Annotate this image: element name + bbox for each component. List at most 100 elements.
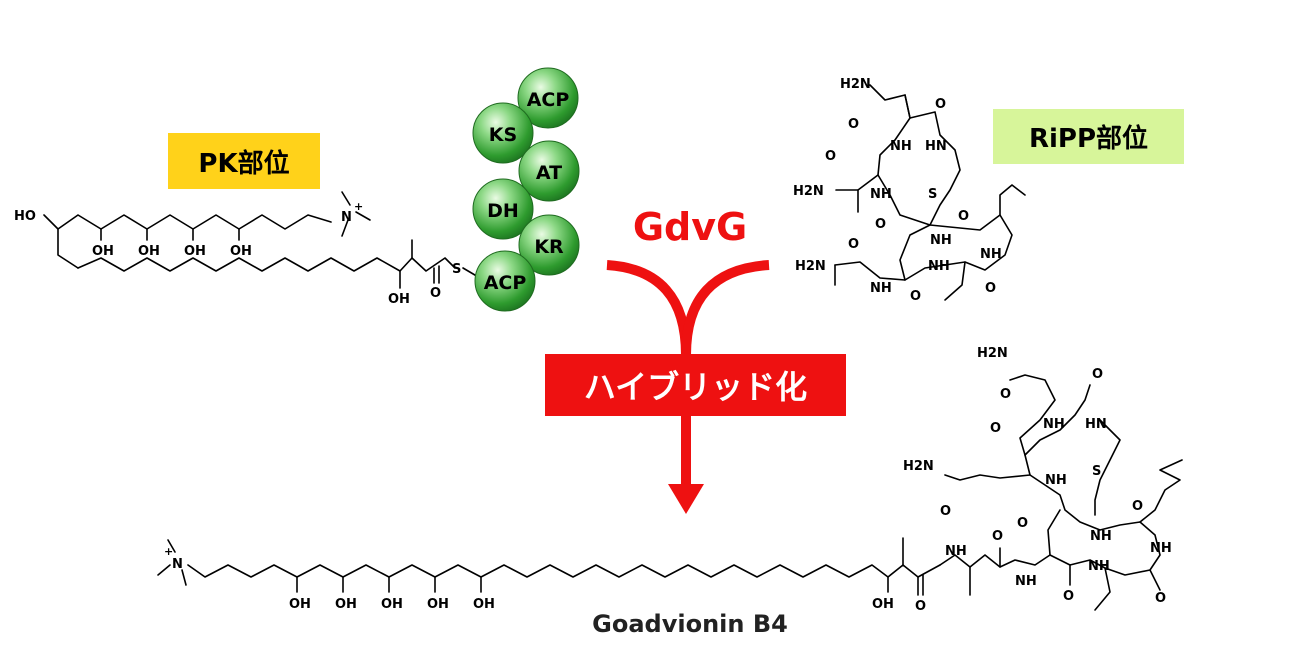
- atom-label: OH: [335, 597, 357, 612]
- atom-label: O: [1000, 387, 1011, 402]
- methyl-bond: [341, 191, 351, 206]
- atom-label: OH: [473, 597, 495, 612]
- domain-kr: KR: [518, 214, 580, 276]
- atom-label: O: [915, 599, 926, 614]
- product-peptide-bond: [939, 384, 1161, 576]
- atom-label: H2N: [795, 259, 826, 274]
- atom-label: OH: [92, 244, 114, 259]
- arrow-right-branch: [681, 260, 770, 356]
- atom-label: O: [825, 149, 836, 164]
- atom-label: NH: [1090, 529, 1112, 544]
- atom-label: O: [910, 289, 921, 304]
- atom-label: O: [990, 421, 1001, 436]
- atom-label: O: [1132, 499, 1143, 514]
- domain-label: ACP: [527, 89, 570, 111]
- atom-label: OH: [872, 597, 894, 612]
- product-chain: [187, 564, 941, 578]
- enzyme-label: GdvG: [632, 205, 748, 249]
- atom-label: NH: [945, 544, 967, 559]
- domain-label: ACP: [484, 272, 527, 294]
- methyl-bond: [355, 211, 371, 221]
- atom-label: H2N: [840, 77, 871, 92]
- atom-label: S: [1092, 464, 1101, 479]
- atom-label: O: [1063, 589, 1074, 604]
- atom-label: NH: [1015, 574, 1037, 589]
- atom-label: N: [172, 557, 183, 572]
- atom-label: NH: [930, 233, 952, 248]
- atom-label: NH: [1043, 417, 1065, 432]
- methyl-bond: [167, 539, 176, 553]
- atom-label: S: [928, 187, 937, 202]
- atom-label: OH: [289, 597, 311, 612]
- atom-label: N: [341, 210, 352, 225]
- atom-label: OH: [138, 244, 160, 259]
- methyl-bond: [341, 219, 349, 237]
- atom-label: OH: [427, 597, 449, 612]
- domain-label: KR: [534, 236, 564, 258]
- atom-label: HN: [925, 139, 947, 154]
- domain-ks: KS: [472, 102, 534, 164]
- atom-label: O: [1092, 367, 1103, 382]
- atom-label: NH: [980, 247, 1002, 262]
- atom-label: NH: [928, 259, 950, 274]
- atom-label: O: [875, 217, 886, 232]
- product-peptide-bond: [1047, 509, 1061, 556]
- ripp-bond: [944, 261, 966, 301]
- atom-label: O: [958, 209, 969, 224]
- pk-link-bond: [57, 228, 79, 269]
- atom-label: O: [1017, 516, 1028, 531]
- atom-label: O: [992, 529, 1003, 544]
- domain-label: KS: [489, 124, 517, 146]
- atom-label: NH: [1045, 473, 1067, 488]
- atom-label: O: [940, 504, 951, 519]
- ripp-bond: [834, 174, 1013, 281]
- pk-region-tag: PK部位: [168, 133, 320, 189]
- atom-label: HO: [14, 209, 36, 224]
- domain-label: DH: [487, 200, 519, 222]
- atom-label: OH: [381, 597, 403, 612]
- charge-label: +: [354, 200, 363, 213]
- pk-structure: HO OH OH OH OH OH O S N +: [14, 191, 481, 307]
- product-peptide-bond: [1009, 374, 1056, 456]
- atom-label: NH: [890, 139, 912, 154]
- atom-label: H2N: [793, 184, 824, 199]
- atom-label: O: [430, 286, 441, 301]
- atom-label: OH: [388, 292, 410, 307]
- ripp-bond: [999, 184, 1026, 216]
- domain-at: AT: [518, 140, 580, 202]
- pk-lower-chain: [77, 257, 456, 272]
- atom-label: H2N: [903, 459, 934, 474]
- domain-acp-top: ACP: [517, 67, 579, 129]
- charge-label: +: [164, 545, 173, 558]
- atom-label: O: [1155, 591, 1166, 606]
- product-peptide-bond: [944, 474, 1031, 481]
- pks-domain-cluster: ACP KS AT DH KR ACP: [472, 67, 580, 312]
- atom-label: OH: [184, 244, 206, 259]
- atom-label: OH: [230, 244, 252, 259]
- atom-label: O: [985, 281, 996, 296]
- product-peptide-bond: [1094, 567, 1111, 611]
- methyl-bond: [181, 569, 187, 586]
- atom-label: NH: [870, 281, 892, 296]
- atom-label: NH: [1088, 559, 1110, 574]
- ripp-bond: [899, 94, 961, 281]
- atom-label: S: [452, 262, 461, 277]
- atom-label: O: [848, 117, 859, 132]
- product-peptide-bond: [1094, 419, 1121, 516]
- ripp-structure: H2N O O NH HN O H2N NH S O O NH NH H2N O…: [793, 77, 1026, 304]
- domain-label: AT: [536, 162, 562, 184]
- atom-label: O: [848, 237, 859, 252]
- product-name: Goadvionin B4: [592, 610, 788, 638]
- atom-label: O: [935, 97, 946, 112]
- arrow-left-branch: [606, 260, 691, 356]
- product-peptide-bond: [1139, 459, 1183, 523]
- hybridization-arrow: [606, 260, 770, 514]
- arrow-head: [668, 484, 704, 514]
- hybridization-box: ハイブリッド化: [545, 354, 846, 416]
- atom-label: NH: [870, 187, 892, 202]
- atom-label: HN: [1085, 417, 1107, 432]
- pk-upper-chain: [43, 214, 332, 230]
- ripp-region-tag: RiPP部位: [993, 109, 1184, 164]
- domain-dh: DH: [472, 178, 534, 240]
- carbonyl-bond: [1149, 569, 1161, 591]
